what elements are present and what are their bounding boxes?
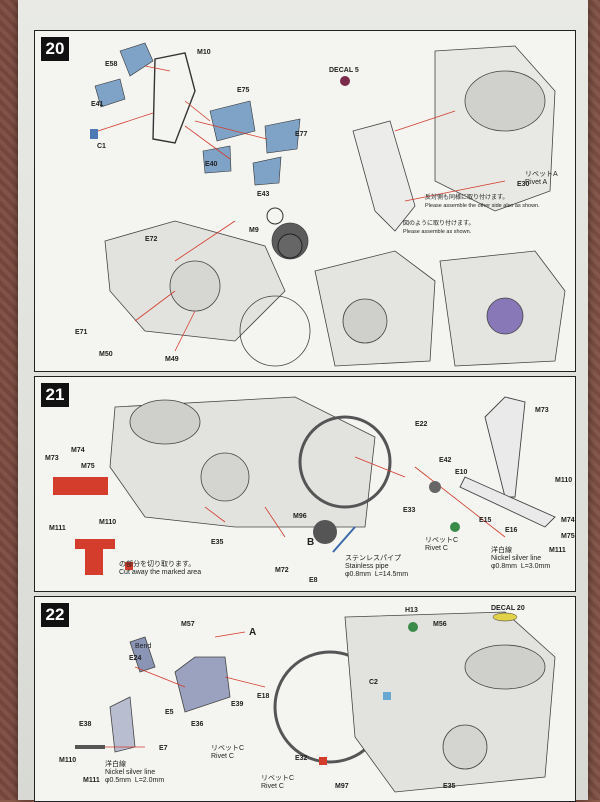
part-label: M111 bbox=[83, 777, 100, 784]
part-label: E58 bbox=[105, 61, 118, 68]
step-21-diagram bbox=[53, 396, 556, 575]
part-label: E42 bbox=[439, 457, 452, 464]
part-label: M110 bbox=[99, 519, 117, 526]
part-label: M75 bbox=[561, 533, 575, 540]
part-label: E15 bbox=[479, 517, 492, 524]
part-label: M73 bbox=[535, 407, 549, 414]
part-label: E22 bbox=[415, 421, 428, 428]
part-label: E24 bbox=[129, 655, 142, 662]
other-side-jp: 反対側も同様に取り付けます。 bbox=[425, 195, 509, 201]
bend-note: Bend bbox=[135, 643, 152, 650]
assemble-en: Please assemble as shown. bbox=[403, 229, 472, 235]
nickel-line-note: 洋白線 Nickel silver line φ0.5mm L=2.0mm bbox=[105, 761, 165, 785]
part-label: E41 bbox=[91, 101, 104, 108]
part-label: E72 bbox=[145, 236, 158, 243]
rivet-note: リベットC Rivet C bbox=[211, 745, 245, 761]
part-label: E8 bbox=[309, 577, 318, 584]
rivet-note: リベットA Rivet A bbox=[525, 171, 558, 187]
part-label: H13 bbox=[405, 607, 418, 614]
callout-a: A bbox=[249, 627, 257, 638]
part-label: M110 bbox=[555, 477, 573, 484]
callout-b: B bbox=[307, 537, 315, 548]
part-label: M75 bbox=[81, 463, 95, 470]
part-label: M10 bbox=[197, 49, 211, 56]
part-label: E43 bbox=[257, 191, 270, 198]
part-label: M72 bbox=[275, 567, 289, 574]
part-label: E71 bbox=[75, 329, 88, 336]
part-label: M57 bbox=[181, 621, 195, 628]
part-label: E18 bbox=[257, 693, 270, 700]
part-label: E36 bbox=[191, 721, 204, 728]
part-label: E33 bbox=[403, 507, 416, 514]
part-label: E35 bbox=[443, 783, 456, 790]
part-label: E10 bbox=[455, 469, 468, 476]
step-number: 21 bbox=[41, 383, 69, 407]
part-label: M74 bbox=[71, 447, 85, 454]
part-label: M110 bbox=[59, 757, 77, 764]
part-label: M111 bbox=[49, 525, 66, 532]
part-label: M96 bbox=[293, 513, 307, 520]
part-label: M50 bbox=[99, 351, 113, 358]
part-label: C1 bbox=[97, 143, 106, 150]
part-label: E77 bbox=[295, 131, 308, 138]
part-label: E39 bbox=[231, 701, 244, 708]
step-22-diagram bbox=[75, 611, 556, 793]
part-label: E35 bbox=[211, 539, 224, 546]
step-number: 20 bbox=[41, 37, 69, 61]
part-label: E38 bbox=[79, 721, 92, 728]
part-label: C2 bbox=[369, 679, 378, 686]
part-label: M74 bbox=[561, 517, 575, 524]
assemble-jp: 図のように取り付けます。 bbox=[403, 221, 475, 227]
part-label: M97 bbox=[335, 783, 349, 790]
step-number: 22 bbox=[41, 603, 69, 627]
step-22-panel: 22 bbox=[34, 596, 576, 802]
decal-label: DECAL 5 bbox=[329, 67, 359, 74]
stainless-pipe-note: ステンレスパイプ Stainless pipe φ0.8mm L=14.5mm bbox=[345, 555, 409, 579]
part-label: E16 bbox=[505, 527, 518, 534]
part-label: E5 bbox=[165, 709, 174, 716]
rivet-note: リベットC Rivet C bbox=[261, 775, 295, 791]
part-label: M49 bbox=[165, 356, 179, 363]
part-label: E75 bbox=[237, 87, 250, 94]
other-side-en: Please assemble the other side also as s… bbox=[425, 203, 540, 209]
step-20-diagram bbox=[90, 42, 566, 367]
part-label: M73 bbox=[45, 455, 59, 462]
step-20-panel: 20 bbox=[34, 30, 576, 372]
part-label: E30 bbox=[517, 181, 530, 188]
part-label: E32 bbox=[295, 755, 308, 762]
cut-away-note: の部分を切り取ります。 Cut away the marked area bbox=[119, 561, 202, 577]
part-label: M56 bbox=[433, 621, 447, 628]
part-label: M111 bbox=[549, 547, 566, 554]
instruction-sheet: 20 bbox=[18, 0, 588, 802]
nickel-line-note: 洋白線 Nickel silver line φ0.8mm L=3.0mm bbox=[491, 547, 551, 571]
part-label: E40 bbox=[205, 161, 218, 168]
part-label: E7 bbox=[159, 745, 168, 752]
step-21-panel: 21 bbox=[34, 376, 576, 592]
rivet-note: リベットC Rivet C bbox=[425, 537, 459, 553]
part-label: M9 bbox=[249, 227, 259, 234]
decal-label: DECAL 20 bbox=[491, 605, 525, 612]
